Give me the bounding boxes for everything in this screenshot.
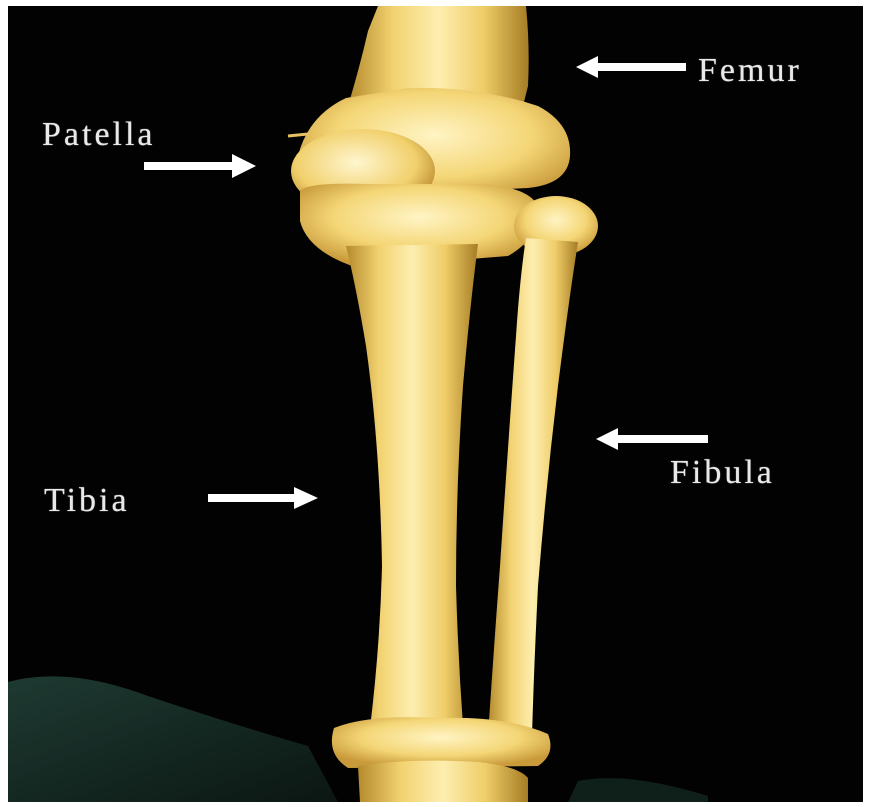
arrow-left-icon (596, 427, 708, 451)
ankle-lower (358, 761, 528, 802)
floor-shadow-right (568, 778, 708, 802)
tibia-shaft (346, 244, 478, 728)
floor-shadow (8, 676, 338, 802)
arrow-right-icon (208, 486, 318, 510)
diagram-frame: Femur Patella Fibula Tibia (8, 6, 863, 802)
patella-edge (288, 134, 308, 136)
femur-label: Femur (698, 54, 802, 88)
ankle-joint (332, 717, 551, 768)
fibula-label: Fibula (670, 456, 775, 490)
fibula-shaft (488, 238, 578, 736)
patella-label: Patella (42, 118, 156, 152)
arrow-right-icon (144, 153, 256, 179)
tibia-label: Tibia (44, 484, 130, 518)
arrow-left-icon (576, 55, 686, 79)
